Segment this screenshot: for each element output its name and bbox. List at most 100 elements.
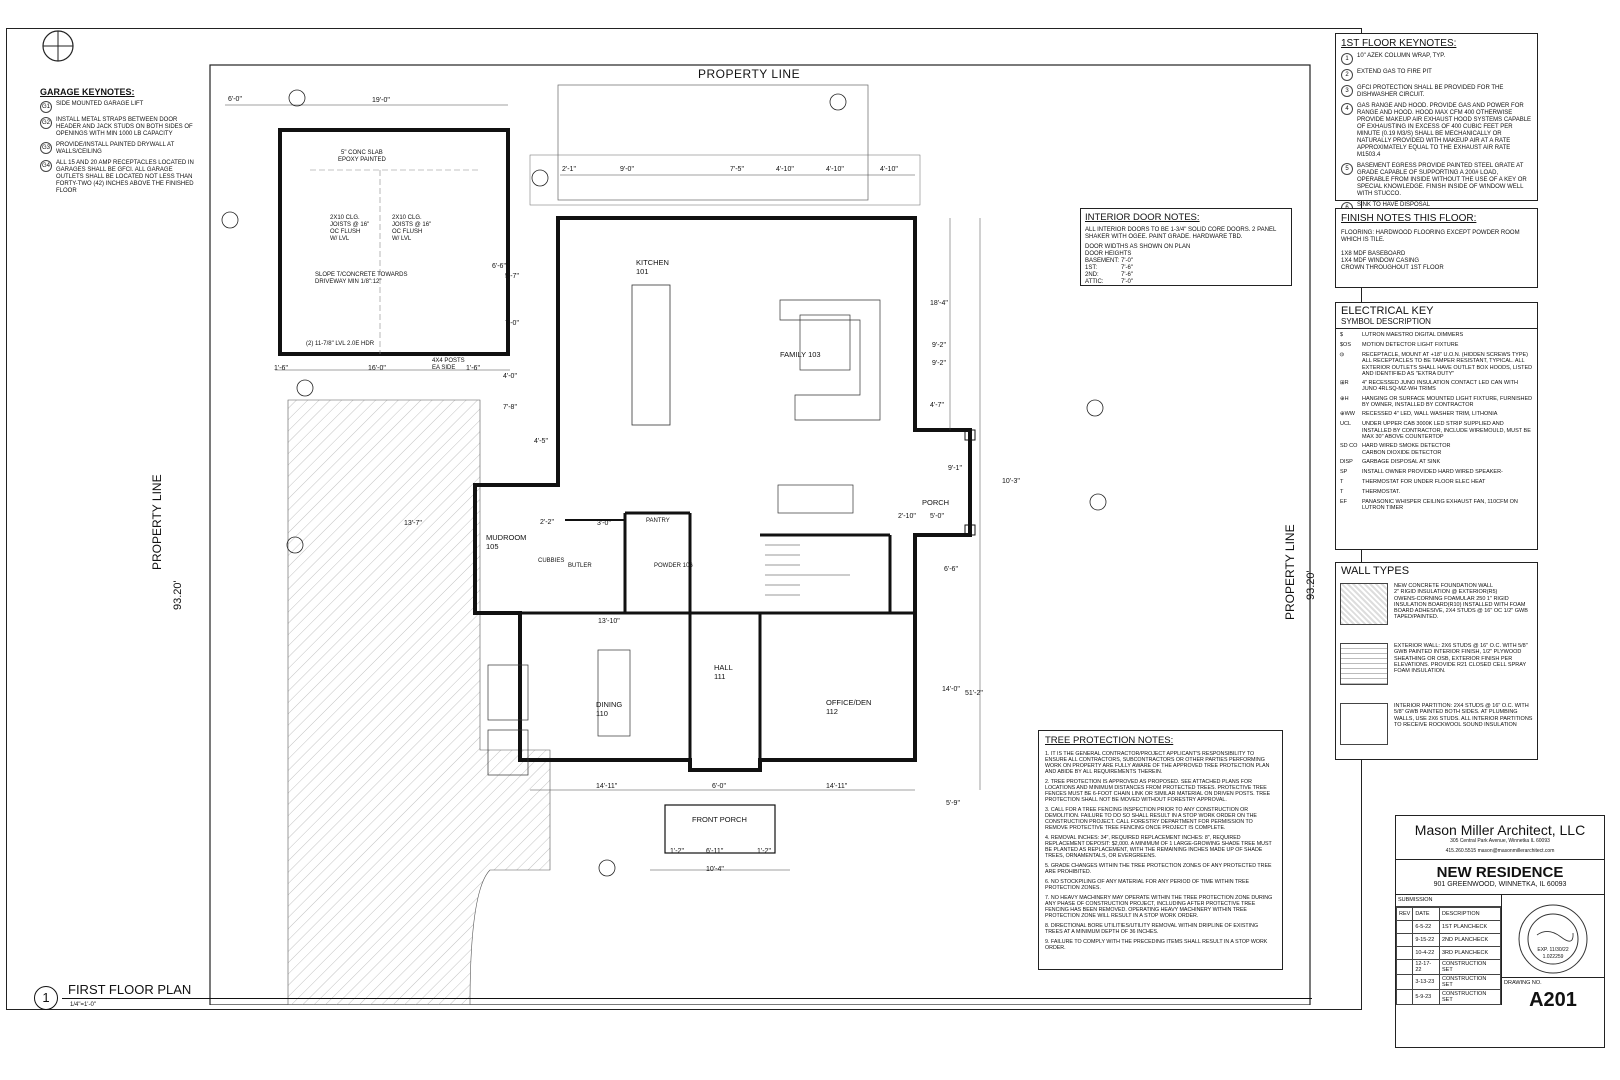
door-height-row: ATTIC:7'-0" <box>1085 279 1287 286</box>
revision-date: 5-9-23 <box>1412 989 1440 1005</box>
electrical-description: GARBAGE DISPOSAL AT SINK <box>1362 458 1441 465</box>
dimension-label: 2'-10" <box>898 513 916 520</box>
tree-note-item: 4. REMOVAL INCHES: 34", REQUIRED REPLACE… <box>1045 835 1272 859</box>
electrical-description: MOTION DETECTOR LIGHT FIXTURE <box>1362 342 1459 348</box>
revision-date: 10-4-22 <box>1412 946 1440 960</box>
property-dimension-right: 93.20' <box>1305 570 1317 600</box>
dimension-label: 6'-11" <box>706 848 724 855</box>
property-dimension-left: 93.20' <box>172 580 184 610</box>
stair <box>765 544 850 596</box>
room-label-mudroom: MUDROOM 105 <box>486 533 527 551</box>
garage-keynote-number: G3 <box>40 142 52 154</box>
ff-keynote-number: 3 <box>1341 85 1353 97</box>
revision-description: 2ND PLANCHECK <box>1439 933 1501 947</box>
garage-keynote-item: G3 PROVIDE/INSTALL PAINTED DRYWALL AT WAL… <box>40 142 200 156</box>
interior-door-notes: INTERIOR DOOR NOTES: ALL INTERIOR DOORS … <box>1080 208 1292 286</box>
dimension-label: 6'-6" <box>944 566 958 573</box>
dimension-label: 10'-3" <box>1002 478 1020 485</box>
garage-keynote-number: G4 <box>40 160 52 172</box>
revision-date: 6-5-22 <box>1412 920 1440 934</box>
room-label-pantry: PANTRY <box>646 518 670 524</box>
dimension-label: 1'-2" <box>757 848 771 855</box>
door-height-value: 7'-6" <box>1121 272 1133 278</box>
dimension-label: 14'-11" <box>596 783 618 790</box>
wall-type-swatch <box>1340 703 1388 745</box>
tree-note-item: 1. IT IS THE GENERAL CONTRACTOR/PROJECT … <box>1045 751 1270 775</box>
dimension-label: 6'-0" <box>712 783 726 790</box>
revision-rev <box>1395 920 1414 934</box>
dimension-label: 5'-0" <box>930 513 944 520</box>
wall-type-swatch <box>1340 643 1388 685</box>
drawing-title: FIRST FLOOR PLAN <box>68 982 192 997</box>
dimension-label: 14'-11" <box>826 783 848 790</box>
garage-slab-note: 5" CONC SLAB EPOXY PAINTED <box>338 150 386 163</box>
electrical-symbol-icon: SD CO <box>1340 443 1358 450</box>
garage-joist-note-1: 2X10 CLG. JOISTS @ 16" OC FLUSH W/ LVL <box>330 215 370 242</box>
door-height-floor: ATTIC: <box>1085 279 1104 285</box>
electrical-symbol-icon: T <box>1340 488 1344 495</box>
finish-notes-text: FLOORING: HARDWOOD FLOORING EXCEPT POWDE… <box>1341 230 1520 271</box>
wall-type-item: EXTERIOR WALL: 2X6 STUDS @ 16" O.C. WITH… <box>1336 639 1537 699</box>
revision-date: 3-13-23 <box>1412 974 1440 990</box>
electrical-symbol-icon: $OS <box>1340 342 1352 348</box>
architect-seal-icon <box>1518 904 1588 974</box>
electrical-symbol-icon: T <box>1340 478 1344 485</box>
electrical-description: PANASONIC WHISPER CEILING EXHAUST FAN, 1… <box>1362 498 1520 512</box>
dimension-label: 9'-0" <box>620 166 634 173</box>
garage-keynote-text: SIDE MOUNTED GARAGE LIFT <box>56 101 144 107</box>
dimension-label: 4'-5" <box>534 438 548 445</box>
property-line-label-left: PROPERTY LINE <box>150 474 164 570</box>
electrical-symbol-icon: UCL <box>1340 421 1352 428</box>
dining-table <box>597 649 631 737</box>
revision-date: 9-15-22 <box>1412 933 1440 947</box>
property-line-label-top: PROPERTY LINE <box>698 67 801 81</box>
dimension-label: 1'-6" <box>274 365 288 372</box>
electrical-key-item: DISP GARBAGE DISPOSAL AT SINK <box>1340 459 1533 466</box>
electrical-symbol-icon: ⊕WW <box>1340 411 1355 418</box>
dimension-label: 9'-2" <box>932 360 946 367</box>
submission-label: SUBMISSION <box>1396 895 1501 907</box>
dimension-label: 6'-0" <box>228 96 242 103</box>
floor-plan-drawing <box>209 64 1311 1005</box>
garage-keynote-number: G2 <box>40 117 52 129</box>
electrical-description: THERMOSTAT FOR UNDER FLOOR ELEC HEAT <box>1362 478 1486 485</box>
door-heights-title: DOOR WIDTHS AS SHOWN ON PLAN DOOR HEIGHT… <box>1085 244 1191 257</box>
door-height-floor: 1ST: <box>1085 265 1098 271</box>
electrical-key: ELECTRICAL KEY SYMBOL DESCRIPTION $LUTRO… <box>1335 302 1538 550</box>
house-exterior-walls <box>473 216 972 772</box>
dimension-label: 13'-10" <box>598 618 620 625</box>
seal-exp: EXP. 11/30/22 <box>1537 947 1569 953</box>
project-name: NEW RESIDENCE <box>1436 864 1564 881</box>
ff-keynote-number: 1 <box>1341 53 1353 65</box>
tree-notes-list: 1. IT IS THE GENERAL CONTRACTOR/PROJECT … <box>1045 751 1276 951</box>
electrical-description: INSTALL OWNER PROVIDED HARD WIRED SPEAKE… <box>1362 468 1503 475</box>
dimension-label: 6'-6" <box>492 263 506 270</box>
garage-keynote-text: PROVIDE/INSTALL PAINTED DRYWALL AT WALLS… <box>56 142 175 155</box>
electrical-description: LUTRON MAESTRO DIGITAL DIMMERS <box>1362 332 1464 338</box>
electrical-symbol-icon: DISP <box>1340 458 1353 465</box>
porch-table <box>777 484 854 514</box>
drawing-no-label: DRAWING NO. <box>1504 980 1542 986</box>
door-height-row: BASEMENT:7'-0" <box>1085 258 1287 265</box>
tree-notes-title: TREE PROTECTION NOTES: <box>1045 735 1174 746</box>
firm-name: Mason Miller Architect, LLC <box>1414 822 1586 838</box>
ff-keynote-number: 5 <box>1341 163 1353 175</box>
revision-rev <box>1395 959 1414 975</box>
garage-keynote-text: INSTALL METAL STRAPS BETWEEN DOOR HEADER… <box>56 117 193 137</box>
dimension-label: 7'-0" <box>505 320 519 327</box>
wall-types: WALL TYPES NEW CONCRETE FOUNDATION WALL … <box>1335 562 1538 760</box>
dimension-label: 2'-2" <box>540 519 554 526</box>
dimension-label: 5'-9" <box>946 800 960 807</box>
